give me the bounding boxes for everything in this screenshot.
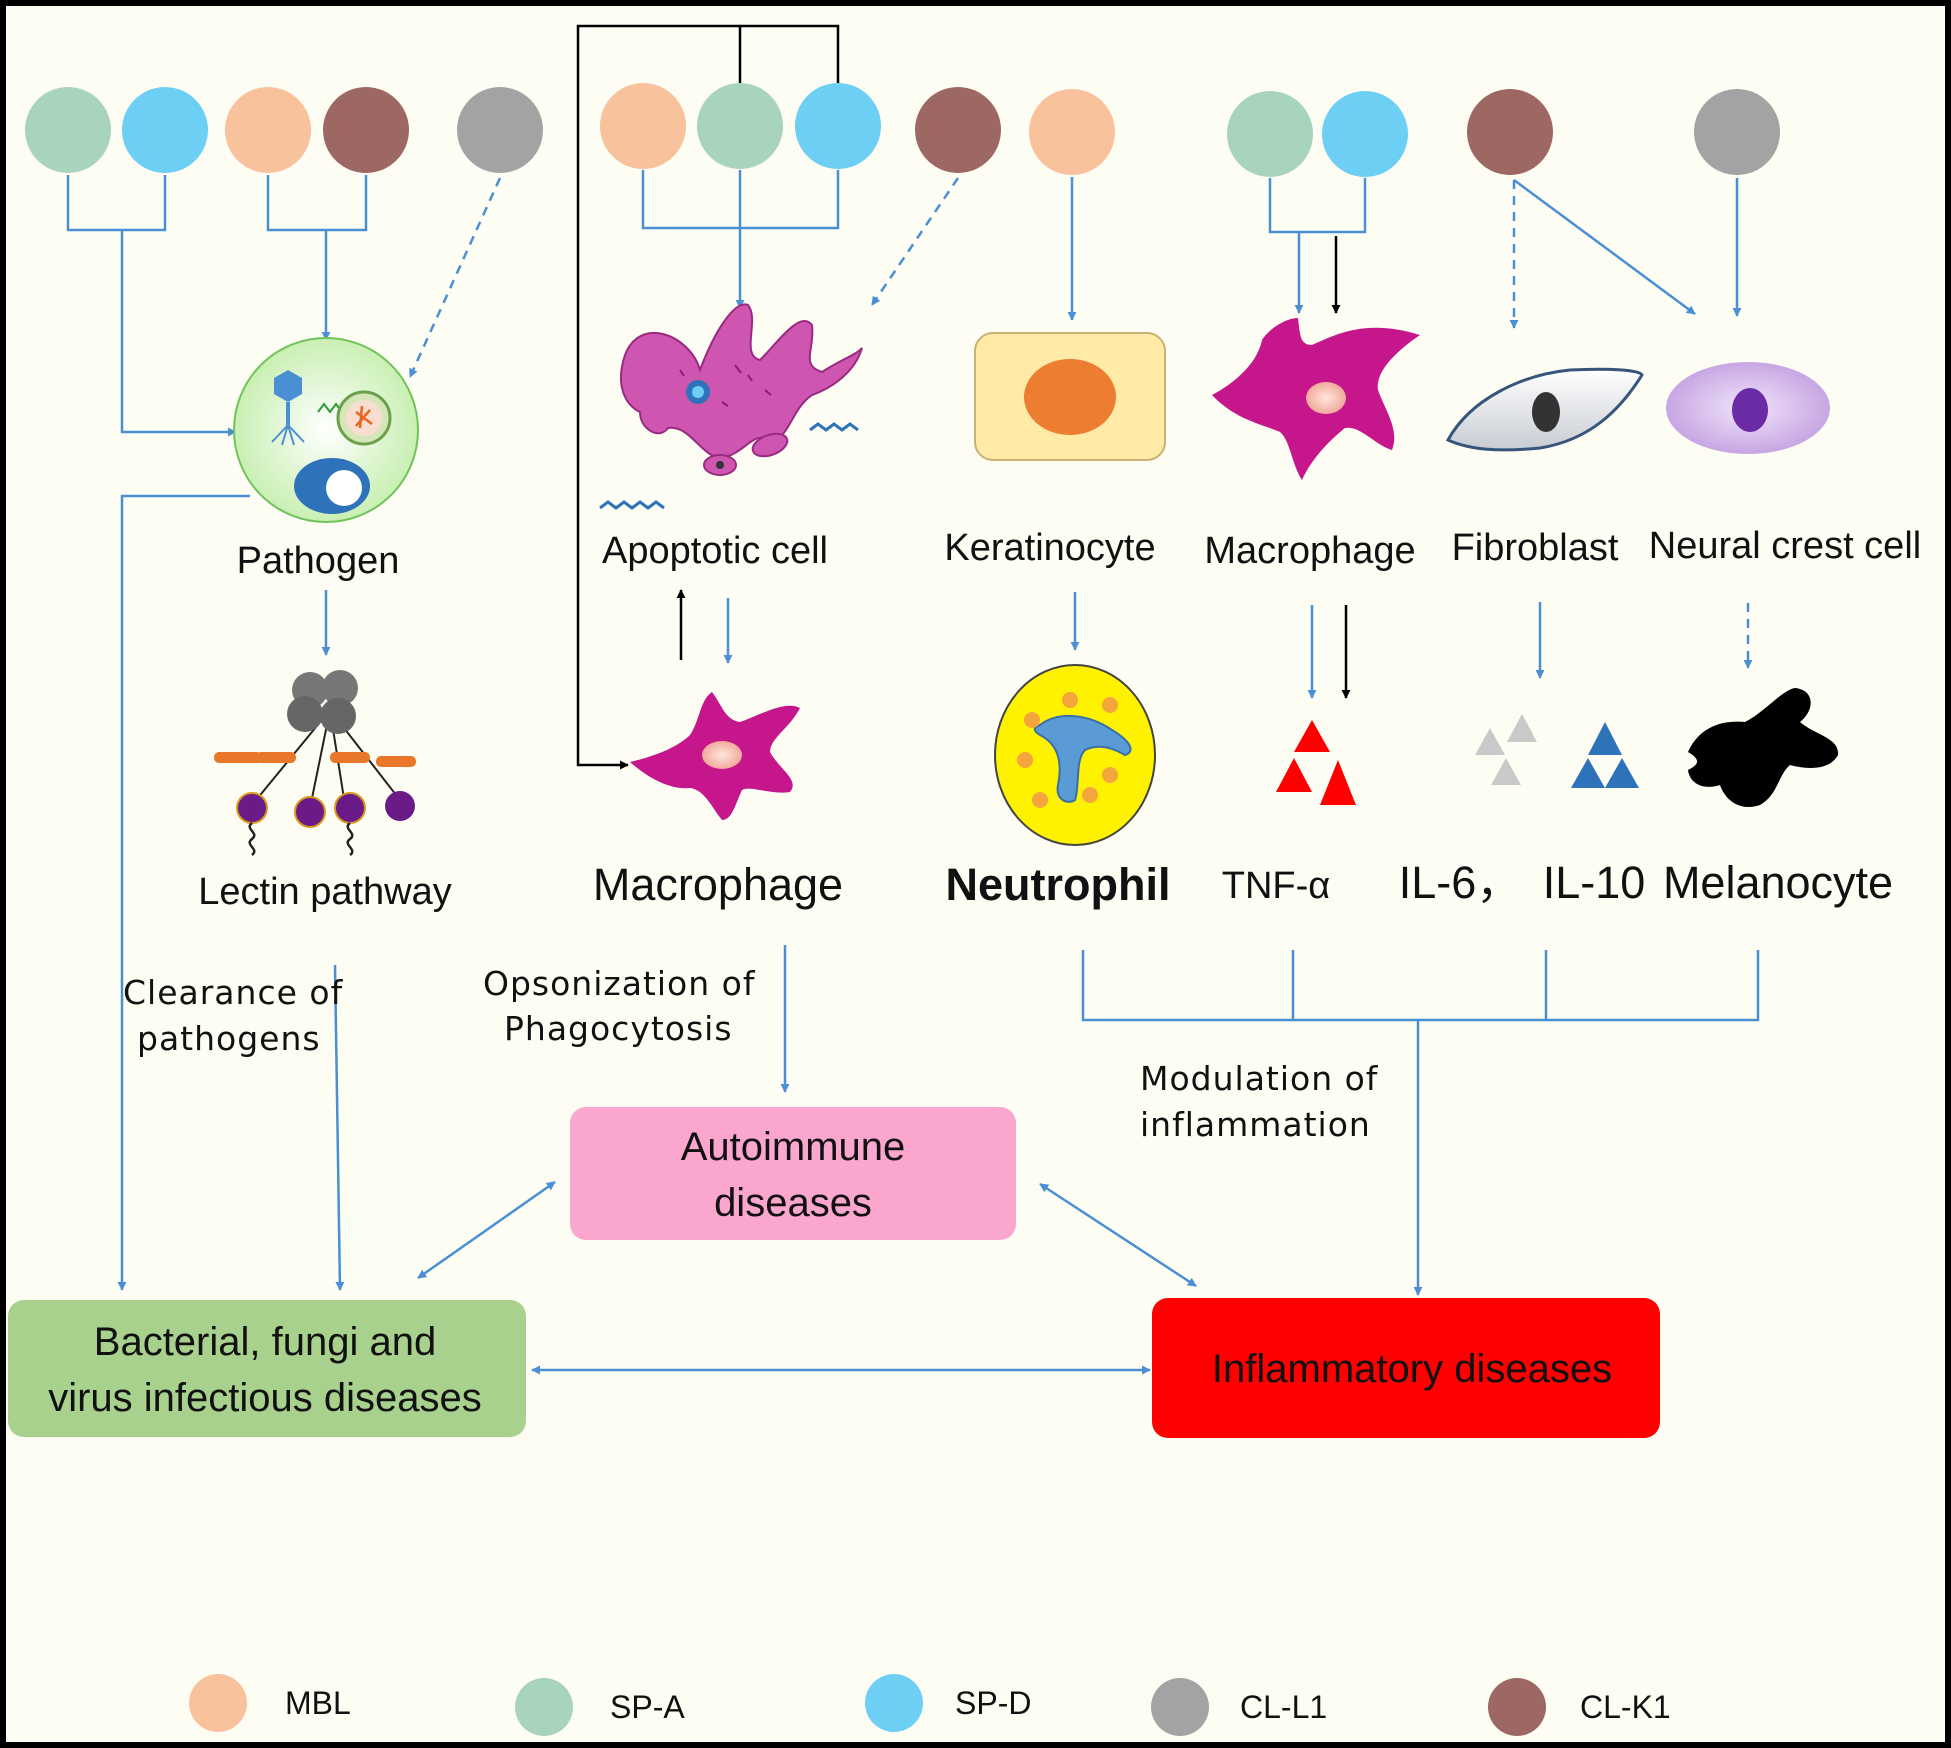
keratinocyte-label: Keratinocyte bbox=[944, 527, 1155, 569]
modulation-note: inflammation bbox=[1140, 1105, 1371, 1144]
macrophage-mid-label: Macrophage bbox=[593, 859, 843, 910]
infectious-box: Bacterial, fungi and virus infectious di… bbox=[8, 1300, 526, 1437]
pathogen-label: Pathogen bbox=[237, 540, 400, 582]
svg-text:SP-A: SP-A bbox=[610, 1689, 685, 1725]
pathogen-icon bbox=[233, 337, 419, 523]
apoptotic-cell-icon bbox=[599, 303, 863, 510]
inflammatory-label: Inflammatory diseases bbox=[1212, 1347, 1612, 1391]
diagram-background bbox=[6, 6, 1945, 1742]
tnf-alpha-label: TNF-α bbox=[1222, 865, 1331, 907]
legend-item-mbl: MBL bbox=[189, 1674, 351, 1732]
svg-text:MBL: MBL bbox=[285, 1685, 351, 1721]
svg-text:CL-K1: CL-K1 bbox=[1580, 1689, 1671, 1725]
svg-text:SP-D: SP-D bbox=[955, 1685, 1031, 1721]
autoimmune-label: Autoimmune bbox=[681, 1125, 906, 1169]
infectious-label: Bacterial, fungi and bbox=[94, 1320, 436, 1364]
circle-sp-d bbox=[795, 83, 881, 169]
apoptotic-cell-label: Apoptotic cell bbox=[602, 530, 828, 572]
neutrophil-icon bbox=[994, 664, 1156, 846]
circle-cl-k1 bbox=[323, 87, 409, 173]
circle-sp-a bbox=[25, 87, 111, 173]
keratinocyte-icon bbox=[974, 332, 1166, 461]
circle-cl-k1 bbox=[1467, 89, 1553, 175]
inflammatory-box: Inflammatory diseases bbox=[1152, 1298, 1660, 1438]
circle-mbl bbox=[225, 87, 311, 173]
fibroblast-label: Fibroblast bbox=[1452, 527, 1619, 569]
melanocyte-label: Melanocyte bbox=[1663, 857, 1893, 908]
legend-item-cl-k1: CL-K1 bbox=[1488, 1678, 1671, 1736]
fibroblast-icon bbox=[1445, 367, 1644, 452]
tnf-alpha-icon bbox=[1276, 720, 1356, 805]
macrophage-icon bbox=[1212, 318, 1420, 480]
opsonization-note: Phagocytosis bbox=[504, 1009, 733, 1048]
macrophage-right-label: Macrophage bbox=[1204, 530, 1415, 572]
svg-text:CL-L1: CL-L1 bbox=[1240, 1689, 1327, 1725]
neural-crest-cell-label: Neural crest cell bbox=[1649, 525, 1921, 567]
neutrophil-label: Neutrophil bbox=[946, 859, 1171, 910]
legend: MBL SP-A SP-D CL-L1 CL-K1 bbox=[189, 1674, 1671, 1736]
il6-label: IL-6， bbox=[1399, 857, 1522, 908]
legend-item-sp-a: SP-A bbox=[515, 1678, 685, 1736]
connectors bbox=[66, 170, 1760, 1375]
circle-sp-d bbox=[122, 87, 208, 173]
il10-icon bbox=[1571, 722, 1639, 788]
cell-labels: Pathogen Lectin pathway Apoptotic cell M… bbox=[198, 525, 1921, 913]
process-notes: Clearance of pathogens Opsonization of P… bbox=[123, 964, 1379, 1144]
circle-mbl bbox=[1029, 89, 1115, 175]
black-connectors bbox=[576, 24, 1351, 770]
legend-item-sp-d: SP-D bbox=[865, 1674, 1031, 1732]
circle-cl-l1 bbox=[1694, 89, 1780, 175]
il10-label: IL-10 bbox=[1543, 857, 1646, 908]
legend-item-cl-l1: CL-L1 bbox=[1151, 1678, 1327, 1736]
autoimmune-box: Autoimmune diseases bbox=[570, 1107, 1016, 1240]
clearance-note: Clearance of bbox=[123, 973, 344, 1012]
macrophage-icon bbox=[630, 692, 800, 820]
neural-crest-cell-icon bbox=[1666, 362, 1830, 454]
modulation-note: Modulation of bbox=[1140, 1059, 1379, 1098]
collectin-circles bbox=[25, 83, 1780, 177]
clearance-note: pathogens bbox=[137, 1019, 321, 1058]
lectin-pathway-label: Lectin pathway bbox=[198, 871, 452, 913]
circle-sp-a bbox=[1227, 91, 1313, 177]
opsonization-note: Opsonization of bbox=[483, 964, 756, 1003]
circle-cl-l1 bbox=[457, 87, 543, 173]
infectious-label: virus infectious diseases bbox=[48, 1376, 482, 1420]
melanocyte-icon bbox=[1688, 688, 1839, 808]
circle-cl-k1 bbox=[915, 87, 1001, 173]
circle-sp-a bbox=[697, 83, 783, 169]
autoimmune-label: diseases bbox=[714, 1181, 872, 1225]
circle-sp-d bbox=[1322, 91, 1408, 177]
lectin-pathway-icon bbox=[214, 670, 416, 856]
il6-icon bbox=[1475, 714, 1537, 785]
circle-mbl bbox=[600, 83, 686, 169]
